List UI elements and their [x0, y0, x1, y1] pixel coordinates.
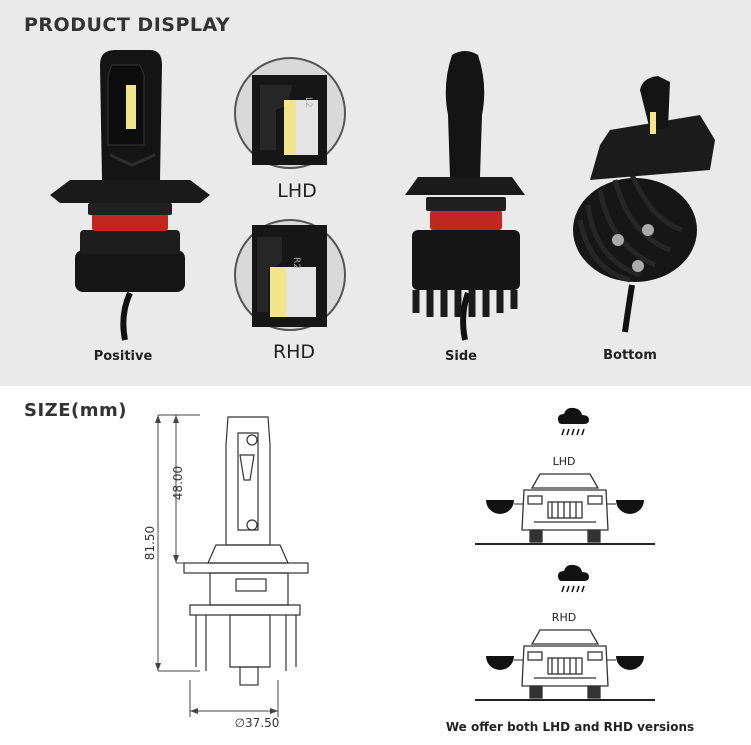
svg-text:L2: L2 [303, 97, 313, 108]
rain-cloud-icon [558, 564, 589, 593]
lhd-car-label: LHD [552, 455, 576, 468]
lhd-label: LHD [277, 180, 317, 202]
car-front-rhd-image [475, 629, 655, 701]
bulb-bottom-image [573, 76, 715, 333]
side-caption: Side [445, 349, 477, 364]
dimension-total-height: 81.50 [143, 525, 157, 561]
bulb-positive-image [50, 50, 210, 341]
versions-note: We offer both LHD and RHD versions [445, 720, 695, 734]
rhd-zoom-image: R2 [234, 219, 346, 331]
bulb-side-image [405, 51, 525, 341]
dimension-upper-height: 48.00 [171, 465, 185, 501]
positive-caption: Positive [93, 349, 153, 364]
dimension-drawing [155, 414, 309, 717]
size-title: SIZE(mm) [24, 400, 127, 421]
car-front-lhd-image [475, 473, 655, 545]
size-panel [0, 386, 751, 745]
rhd-label: RHD [272, 341, 316, 363]
dimension-diameter: ∅37.50 [234, 716, 280, 730]
moon-icon [532, 563, 544, 587]
rhd-car-label: RHD [551, 611, 577, 624]
rain-cloud-icon [558, 407, 589, 436]
product-display-title: PRODUCT DISPLAY [24, 14, 231, 36]
bottom-caption: Bottom [603, 348, 657, 363]
lhd-zoom-image: L2 [234, 57, 346, 169]
moon-icon [532, 406, 544, 430]
svg-text:R2: R2 [291, 257, 301, 269]
